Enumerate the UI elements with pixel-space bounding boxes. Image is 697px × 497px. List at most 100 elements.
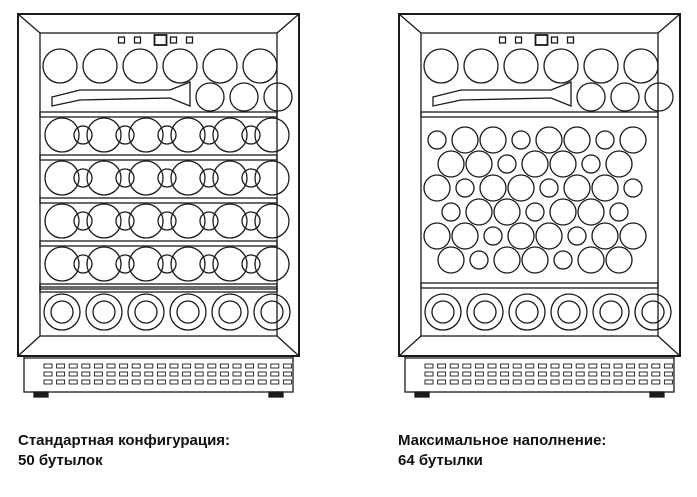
bottle-base (466, 293, 504, 331)
bottle-end (44, 117, 80, 153)
vent-slot (638, 379, 648, 385)
vent-slot (512, 379, 522, 385)
bottle-neck (115, 254, 135, 274)
bottle-neck (511, 130, 531, 150)
bottle-end (451, 126, 479, 154)
bottle-neck (115, 168, 135, 188)
bottle-end (503, 48, 539, 84)
display-icon (153, 34, 168, 46)
bottle-base (508, 293, 546, 331)
bottle-end (535, 222, 563, 250)
control-button-icon (133, 36, 142, 44)
vent-slot (487, 371, 497, 377)
bottle-end (619, 126, 647, 154)
foot (414, 391, 430, 398)
vent-slot (106, 363, 116, 369)
control-panel (498, 34, 575, 46)
bottle-neck (455, 178, 475, 198)
vent-slot (119, 363, 129, 369)
control-panel (117, 34, 194, 46)
bottle-end (170, 160, 206, 196)
wooden-shelf (420, 282, 659, 289)
top-shelf-bottles (423, 48, 674, 112)
vent-slot (500, 371, 510, 377)
bottle-neck (539, 178, 559, 198)
vent-slot (81, 379, 91, 385)
bottle-end (479, 174, 507, 202)
bottle-end (128, 117, 164, 153)
bottle-end (254, 246, 290, 282)
vent-slot (169, 371, 179, 377)
bottle-end (577, 198, 605, 226)
control-button-icon (185, 36, 194, 44)
bottle-side-view (432, 81, 572, 107)
vent-slot (219, 371, 229, 377)
vent-slot (106, 371, 116, 377)
bottle-end (86, 160, 122, 196)
vent-slot (600, 371, 610, 377)
bottle-neck (73, 168, 93, 188)
bottle-base-inner (92, 300, 116, 324)
vent-slot (600, 363, 610, 369)
vent-slot (563, 379, 573, 385)
control-button-icon (566, 36, 575, 44)
vent-slot (525, 363, 535, 369)
bottle-neck (609, 202, 629, 222)
bottle-base-inner (134, 300, 158, 324)
vent-slot (537, 363, 547, 369)
vent-slot (68, 371, 78, 377)
bottle-neck (157, 168, 177, 188)
caption-maximum-title: Максимальное наполнение: (398, 432, 607, 449)
bottle-end (229, 82, 259, 112)
vent-slot (207, 379, 217, 385)
bottle-end (577, 246, 605, 274)
bottle-end (576, 82, 606, 112)
bottle-neck (73, 125, 93, 145)
vent-slot (588, 363, 598, 369)
vent-slot (474, 371, 484, 377)
bottle-neck (199, 211, 219, 231)
vent-slot (626, 379, 636, 385)
vent-slot (245, 379, 255, 385)
vent-slot (613, 363, 623, 369)
vent-slot (156, 371, 166, 377)
bottle-end (521, 150, 549, 178)
bottle-neck (115, 211, 135, 231)
vent-slot (487, 379, 497, 385)
wooden-shelf (39, 154, 278, 161)
vent-slot (219, 379, 229, 385)
bottle-base-inner (431, 300, 455, 324)
foot (33, 391, 49, 398)
vent-slot (43, 379, 53, 385)
vent-slot (144, 371, 154, 377)
vent-slot (449, 379, 459, 385)
vent-slot (257, 363, 267, 369)
bottle-base-inner (599, 300, 623, 324)
bottle-end (86, 117, 122, 153)
vent-slot (424, 371, 434, 377)
vent-slot (512, 371, 522, 377)
vent-slot (194, 363, 204, 369)
foot (649, 391, 665, 398)
vent-slot (43, 363, 53, 369)
bottle-neck (567, 226, 587, 246)
bottle-end (212, 117, 248, 153)
caption-maximum-count: 64 бутылки (398, 452, 483, 469)
wooden-shelf (420, 111, 659, 118)
bottle-end (644, 82, 674, 112)
vent-slot (424, 379, 434, 385)
vent-slot (144, 379, 154, 385)
vent-slot (106, 379, 116, 385)
bottle-base (169, 293, 207, 331)
control-button-icon (169, 36, 178, 44)
bottle-base (127, 293, 165, 331)
vent-slot (588, 371, 598, 377)
bottle-neck (73, 211, 93, 231)
vent-slot (575, 379, 585, 385)
vent-slot (663, 379, 673, 385)
vent-slot (207, 371, 217, 377)
bottle-end (543, 48, 579, 84)
vent-slot (56, 379, 66, 385)
vent-slot (613, 371, 623, 377)
vent-slot (56, 363, 66, 369)
